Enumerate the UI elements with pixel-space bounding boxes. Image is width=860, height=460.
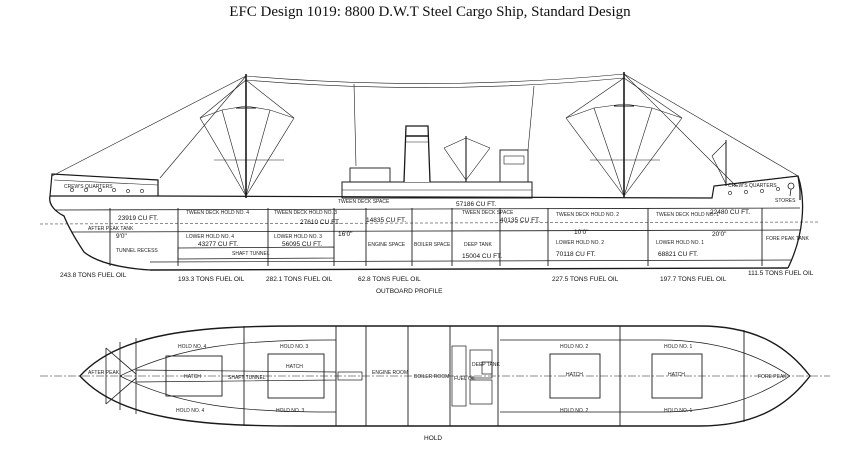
capacity-label: 56095 CU FT. (282, 241, 322, 248)
capacity-label: 23919 CU FT. (118, 215, 158, 222)
capacity-label: 57186 CU FT. (456, 201, 496, 208)
plan-hold-3-bottom: HOLD NO. 3 (276, 408, 305, 414)
hatch-label: HATCH (184, 374, 201, 380)
tween-deck-hold-2: TWEEN DECK HOLD NO. 2 (556, 212, 619, 218)
plan-hold-3-top: HOLD NO. 3 (280, 344, 309, 350)
plan-labels: AFTER PEAK HOLD NO. 4 HOLD NO. 4 HOLD NO… (88, 344, 787, 414)
deep-tank: DEEP TANK (464, 242, 492, 248)
stores: STORES (775, 198, 796, 204)
fuel-label: 243.8 TONS FUEL OIL (60, 272, 127, 279)
plan-caption: HOLD (424, 435, 442, 442)
fuel-label: 282.1 TONS FUEL OIL (266, 276, 333, 283)
capacity-label: 40135 CU FT. (500, 217, 540, 224)
plan-after-peak: AFTER PEAK (88, 370, 120, 376)
plan-hold-4-top: HOLD NO. 4 (178, 344, 207, 350)
fuel-label: 111.5 TONS FUEL OIL (748, 270, 814, 277)
capacity-label: 27610 CU FT. (300, 219, 340, 226)
plan-hold-1-top: HOLD NO. 1 (664, 344, 693, 350)
plan-hold-1-bottom: HOLD NO. 1 (664, 408, 693, 414)
lower-hold-3: LOWER HOLD NO. 3 (274, 234, 322, 240)
plan-stern-compartments (105, 338, 137, 414)
after-peak-tank: AFTER PEAK TANK (88, 226, 134, 232)
plan-deep-tank-boxes (451, 345, 493, 407)
plan-bulkheads (243, 326, 745, 426)
plan-hold-2-top: HOLD NO. 2 (560, 344, 589, 350)
plan-boiler-room: BOILER ROOM (414, 374, 449, 380)
capacity-label: 43277 CU FT. (198, 241, 238, 248)
hatch-label: HATCH (566, 372, 583, 378)
profile-labels: CREW'S QUARTERS CREW'S QUARTERS STORES A… (64, 183, 810, 257)
tween-deck-space-fwd: TWEEN DECK SPACE (462, 210, 514, 216)
height-label: 10'0" (574, 229, 589, 236)
capacity-label: 15004 CU FT. (462, 253, 502, 260)
fore-peak-tank: FORE PEAK TANK (766, 236, 810, 242)
fuel-label: 227.5 TONS FUEL OIL (552, 276, 619, 283)
profile-shaft-tunnel (177, 246, 335, 260)
crews-quarters-aft: CREW'S QUARTERS (64, 184, 113, 190)
hatch-label: HATCH (668, 372, 685, 378)
profile-railings (51, 173, 797, 187)
plan-engine-room: ENGINE ROOM (372, 370, 408, 376)
fuel-label: 197.7 TONS FUEL OIL (660, 276, 727, 283)
plan-fuel-oil: FUEL OIL (454, 376, 476, 382)
height-label: 16'0" (338, 231, 353, 238)
plan-deep-tank: DEEP TANK (472, 362, 500, 368)
fuel-label: 62.8 TONS FUEL OIL (358, 276, 421, 283)
fuel-labels: 243.8 TONS FUEL OIL 193.3 TONS FUEL OIL … (60, 270, 814, 283)
tween-deck-hold-1: TWEEN DECK HOLD NO. 1 (656, 212, 719, 218)
plan-hold-4-bottom: HOLD NO. 4 (176, 408, 205, 414)
plan-hatches (165, 353, 703, 399)
capacity-label: 70118 CU FT. (556, 251, 596, 258)
capacity-label: 14835 CU FT. (366, 217, 406, 224)
crews-quarters-fwd: CREW'S QUARTERS (728, 183, 777, 189)
profile-rigging (51, 73, 799, 197)
page-title: EFC Design 1019: 8800 D.W.T Steel Cargo … (229, 4, 631, 20)
height-label: 20'0" (712, 231, 727, 238)
boiler-space: BOILER SPACE (414, 242, 451, 248)
profile-hull (39, 173, 821, 271)
capacity-labels: 23919 CU FT. 27610 CU FT. 14835 CU FT. 5… (116, 201, 750, 260)
plan-fore-peak: FORE PEAK (758, 374, 787, 380)
fuel-label: 193.3 TONS FUEL OIL (178, 276, 245, 283)
engine-space: ENGINE SPACE (368, 242, 406, 248)
profile-superstructure (341, 125, 533, 199)
plan-shaft-tunnel (135, 369, 363, 383)
plan-shaft-tunnel-label: SHAFT TUNNEL (228, 375, 266, 381)
profile-caption: OUTBOARD PROFILE (376, 288, 443, 295)
tunnel-recess: TUNNEL RECESS (116, 248, 158, 254)
capacity-label: 22480 CU FT. (710, 209, 750, 216)
profile-portholes (70, 187, 780, 195)
profile-masts (236, 72, 727, 198)
height-label: 9'0" (116, 233, 127, 240)
tween-deck-hold-4: TWEEN DECK HOLD NO. 4 (186, 210, 249, 216)
hatch-label: HATCH (286, 364, 303, 370)
lower-hold-4: LOWER HOLD NO. 4 (186, 234, 234, 240)
shaft-tunnel: SHAFT TUNNEL (232, 251, 270, 257)
plan-hull (40, 325, 830, 427)
lower-hold-2: LOWER HOLD NO. 2 (556, 240, 604, 246)
plan-hold-2-bottom: HOLD NO. 2 (560, 408, 589, 414)
capacity-label: 68821 CU FT. (658, 251, 698, 258)
tween-deck-hold-3: TWEEN DECK HOLD NO. 3 (274, 210, 337, 216)
lower-hold-1: LOWER HOLD NO. 1 (656, 240, 704, 246)
anchor-icon (787, 182, 795, 197)
tween-deck-space-aft: TWEEN DECK SPACE (338, 199, 390, 205)
